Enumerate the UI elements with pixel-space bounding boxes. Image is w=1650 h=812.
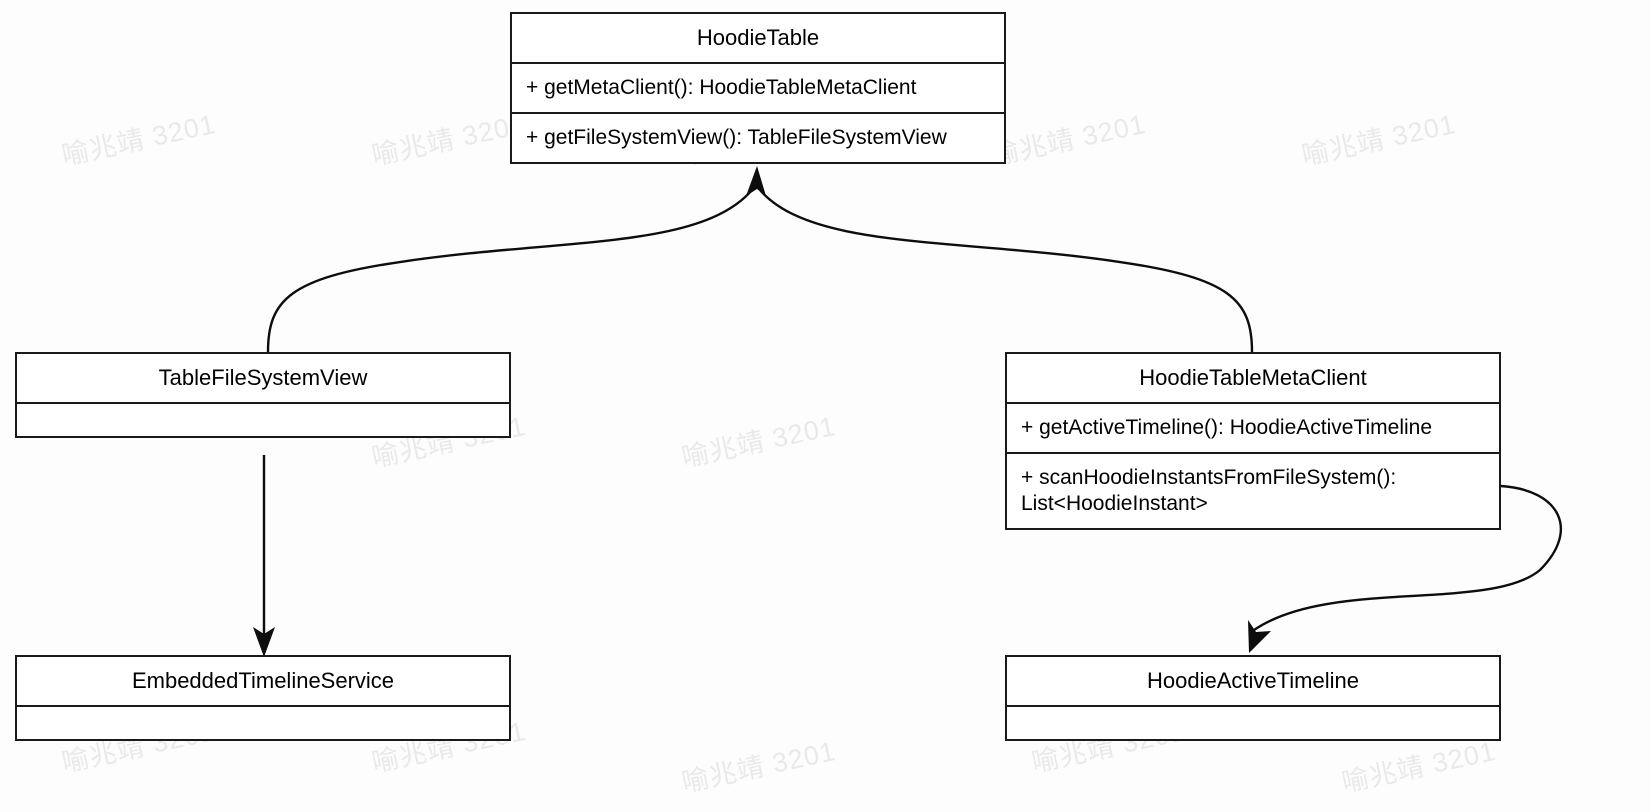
class-name-hoodie-table: HoodieTable	[696, 25, 820, 50]
uml-class-hoodie-table[interactable]: HoodieTable + getMetaClient(): HoodieTab…	[510, 12, 1006, 164]
class-members-hoodie-table-meta-client: + getActiveTimeline(): HoodieActiveTimel…	[1007, 401, 1499, 529]
edge-tablefilesystemview-to-hoodietable	[266, 166, 766, 353]
class-members-table-file-system-view	[17, 401, 509, 436]
uml-class-table-file-system-view[interactable]: TableFileSystemView	[15, 352, 511, 438]
class-name-embedded-timeline-service: EmbeddedTimelineService	[131, 668, 395, 693]
arrowhead-icon	[1248, 620, 1271, 653]
class-name-hoodie-table-meta-client: HoodieTableMetaClient	[1139, 365, 1367, 390]
watermark-text: 喻兆靖 3201	[679, 410, 839, 473]
watermark-text: 喻兆靖 3201	[989, 108, 1149, 171]
watermark-text: 喻兆靖 3201	[1299, 108, 1459, 171]
edge-tablefilesystemview-to-embeddedtimelineservice	[253, 455, 275, 657]
watermark-text: 喻兆靖 3201	[59, 108, 219, 171]
uml-class-embedded-timeline-service[interactable]: EmbeddedTimelineService	[15, 655, 511, 741]
watermark-text: 喻兆靖 3201	[679, 735, 839, 798]
arrowhead-icon	[746, 166, 766, 196]
class-name-hoodie-active-timeline: HoodieActiveTimeline	[1147, 668, 1359, 693]
watermark-text: 喻兆靖 3201	[369, 108, 529, 171]
class-members-hoodie-active-timeline	[1007, 704, 1499, 739]
class-members-hoodie-table: + getMetaClient(): HoodieTableMetaClient…	[512, 61, 1004, 163]
class-member: + getActiveTimeline(): HoodieActiveTimel…	[1021, 415, 1433, 439]
class-members-embedded-timeline-service	[17, 704, 509, 739]
class-member: + getFileSystemView(): TableFileSystemVi…	[512, 111, 1004, 162]
edge-hoodietablemetaclient-to-hoodietable	[759, 189, 1254, 353]
class-name-table-file-system-view: TableFileSystemView	[158, 365, 368, 390]
uml-class-hoodie-active-timeline[interactable]: HoodieActiveTimeline	[1005, 655, 1501, 741]
class-member: + scanHoodieInstantsFromFileSystem(): Li…	[1007, 451, 1499, 529]
arrowhead-icon	[253, 627, 275, 657]
class-member: + getMetaClient(): HoodieTableMetaClient	[526, 75, 917, 99]
uml-class-hoodie-table-meta-client[interactable]: HoodieTableMetaClient + getActiveTimelin…	[1005, 352, 1501, 531]
